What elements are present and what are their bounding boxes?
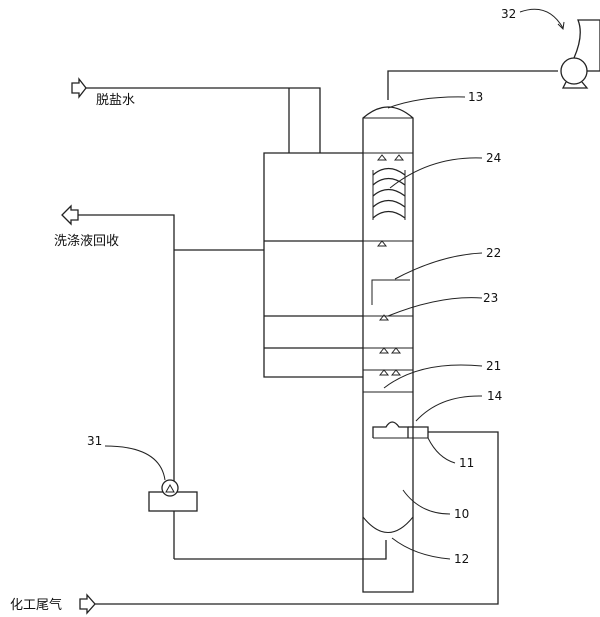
packing-bed (371, 279, 410, 305)
label-chemical-tail-gas: 化工尾气 (10, 597, 62, 613)
exhaust-fan (519, 8, 600, 89)
circulation-pump (148, 479, 198, 512)
callout-14: 14 (487, 389, 502, 403)
callout-23: 23 (483, 291, 498, 305)
exhaust-duct (387, 70, 558, 100)
callout-13: 13 (468, 90, 483, 104)
label-wash-liquid-recovery: 洗涤液回收 (54, 234, 119, 249)
gas-distributor (372, 421, 429, 439)
demister (372, 167, 406, 220)
spray-nozzles (376, 154, 405, 376)
label-desalted-water: 脱盐水 (96, 93, 135, 108)
scrubber-tower (362, 106, 414, 593)
leader-lines (104, 96, 483, 560)
desalted-water-line (86, 87, 321, 153)
tail-gas-inlet-line (93, 431, 499, 605)
callout-10: 10 (454, 507, 469, 521)
callout-31: 31 (87, 434, 102, 448)
desalted-water-arrow (71, 77, 87, 99)
flow-arrows (61, 77, 96, 615)
callout-21: 21 (486, 359, 501, 373)
wash-liquid-recovery-line (78, 214, 175, 486)
callout-32: 32 (501, 7, 516, 21)
callout-22: 22 (486, 246, 501, 260)
tail-gas-arrow (79, 593, 96, 615)
wash-liquid-arrow (61, 204, 79, 226)
spray-circuit (263, 152, 363, 378)
callout-11: 11 (459, 456, 474, 470)
callout-12: 12 (454, 552, 469, 566)
callout-24: 24 (486, 151, 501, 165)
bottom-head (362, 516, 414, 533)
